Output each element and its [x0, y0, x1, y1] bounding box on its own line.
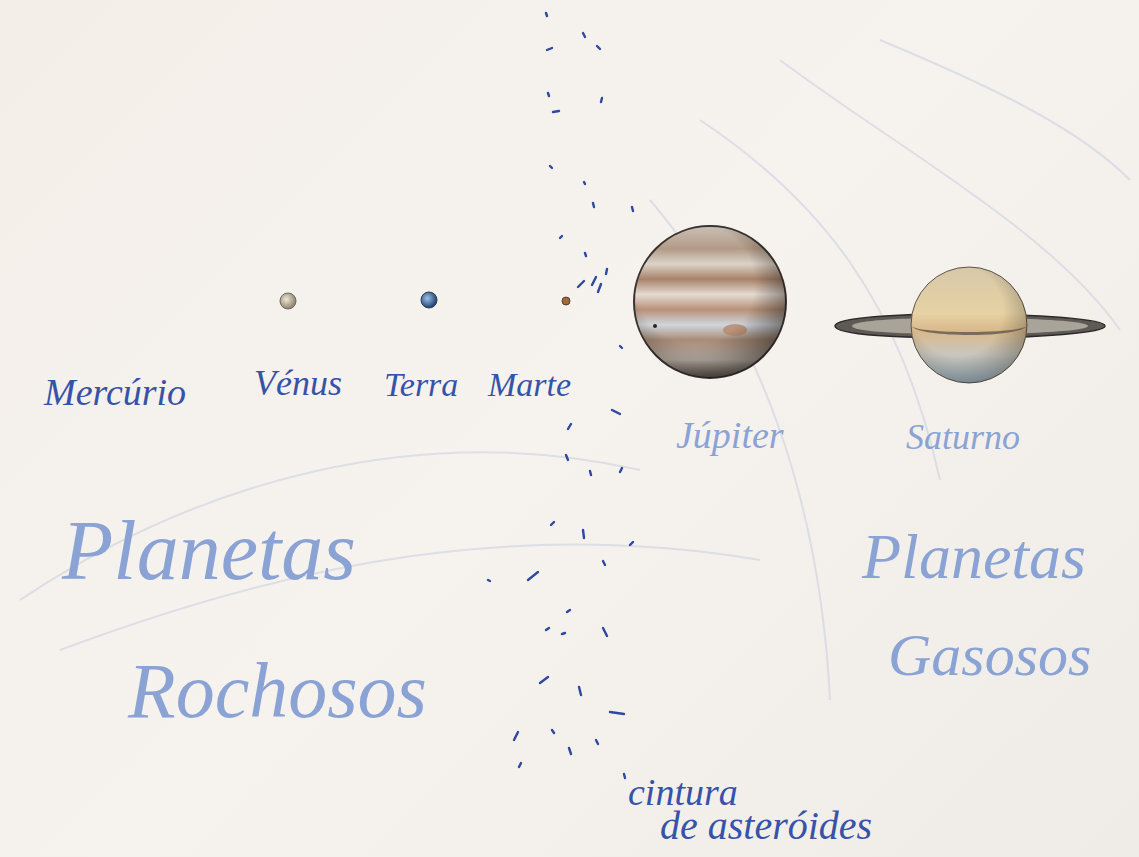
planet-name: Marte [488, 366, 571, 403]
group-heading: Planetas [862, 522, 1086, 592]
asteroid-belt [488, 13, 633, 778]
planet-name: Terra [384, 366, 458, 403]
ghost-strokes [20, 40, 1130, 700]
group-heading: Rochosos [128, 648, 427, 734]
jupiter-disc [634, 226, 786, 378]
venus-disc [421, 292, 437, 308]
planet-name: Saturno [906, 418, 1020, 458]
mercury-disc [280, 293, 296, 309]
earth-disc [562, 297, 570, 305]
belt-label: de asteróides [660, 804, 872, 848]
planet-name: Mercúrio [44, 372, 186, 414]
planet-name: Vénus [254, 364, 342, 404]
planet-name: Júpiter [676, 415, 784, 457]
group-heading: Planetas [62, 505, 356, 597]
saturn-disc [835, 267, 1105, 383]
group-heading: Gasosos [888, 622, 1091, 688]
